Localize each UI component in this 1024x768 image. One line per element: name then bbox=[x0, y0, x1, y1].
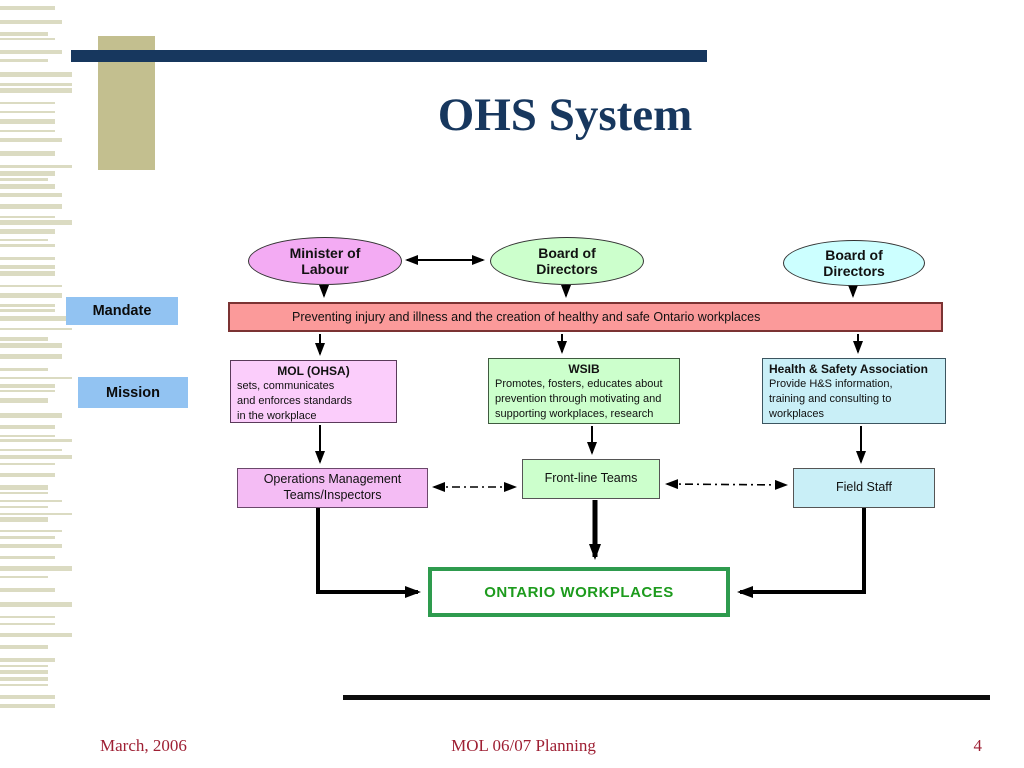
mission-box-wsib: WSIB Promotes, fosters, educates about p… bbox=[488, 358, 680, 424]
mandate-banner: Preventing injury and illness and the cr… bbox=[228, 302, 943, 332]
ellipse-board-of-directors-hsa: Board of Directors bbox=[783, 240, 925, 286]
mol-title: MOL (OHSA) bbox=[277, 364, 350, 378]
box-front-line-teams: Front-line Teams bbox=[522, 459, 660, 499]
hsa-body: Provide H&S information, training and co… bbox=[769, 378, 893, 420]
footer-title: MOL 06/07 Planning bbox=[451, 736, 596, 755]
mol-body: sets, communicates and enforces standard… bbox=[237, 380, 352, 422]
header-rule-bar bbox=[71, 50, 707, 62]
footer-date: March, 2006 bbox=[100, 736, 187, 755]
box-ontario-workplaces: ONTARIO WORKPLACES bbox=[428, 567, 730, 617]
mission-box-mol: MOL (OHSA) sets, communicates and enforc… bbox=[230, 360, 397, 423]
ellipse-minister-of-labour: Minister of Labour bbox=[248, 237, 402, 285]
mission-label: Mission bbox=[78, 377, 188, 408]
footer-rule bbox=[343, 695, 990, 700]
mission-box-hsa: Health & Safety Association Provide H&S … bbox=[762, 358, 946, 424]
footer-page-number: 4 bbox=[973, 736, 983, 755]
ellipse-board-of-directors-wsib: Board of Directors bbox=[490, 237, 644, 285]
wsib-body: Promotes, fosters, educates about preven… bbox=[495, 378, 663, 420]
hsa-title: Health & Safety Association bbox=[769, 362, 928, 376]
wsib-title: WSIB bbox=[568, 362, 600, 376]
box-operations-management: Operations Management Teams/Inspectors bbox=[237, 468, 428, 508]
mandate-label: Mandate bbox=[66, 297, 178, 325]
slide-title: OHS System bbox=[437, 89, 693, 141]
left-stripe-decoration bbox=[0, 6, 72, 708]
box-field-staff: Field Staff bbox=[793, 468, 935, 508]
